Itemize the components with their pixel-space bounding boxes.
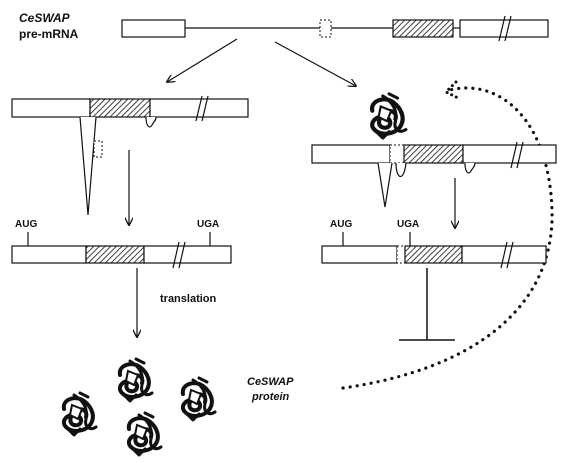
left-mrna-hatched-segment xyxy=(86,246,144,263)
right-intron-loop-1 xyxy=(378,163,392,207)
right-exon-1 xyxy=(312,145,390,163)
protein-icon-2 xyxy=(183,378,215,420)
left-splicing-intermediate xyxy=(12,96,248,215)
arrow-to-right-pathway xyxy=(275,42,356,86)
arrow-to-left-pathway xyxy=(167,39,237,82)
left-hatched-exon xyxy=(90,99,150,117)
right-mrna-5-segment xyxy=(322,246,397,263)
feedback-dotted-curve xyxy=(343,88,552,388)
pre-mrna-label: pre-mRNA xyxy=(19,27,79,41)
protein-word-label: protein xyxy=(251,391,290,403)
left-small-loop xyxy=(146,117,156,127)
right-mrna-hatched-segment xyxy=(405,246,462,263)
protein-name-label: CeSWAP xyxy=(247,376,294,388)
right-exon-last xyxy=(463,145,556,163)
right-splicing-intermediate xyxy=(312,142,556,207)
right-intron-loop-2 xyxy=(396,163,406,177)
left-exon-1 xyxy=(12,99,90,117)
left-mrna-5-segment xyxy=(12,246,86,263)
right-alternative-exon xyxy=(390,145,404,163)
left-intron-loop xyxy=(80,117,96,215)
left-skipped-exon xyxy=(94,141,102,157)
bound-protein-icon xyxy=(372,94,406,138)
left-mrna: AUG UGA xyxy=(12,219,231,268)
gene-name-label: CeSWAP xyxy=(19,11,71,25)
uga-label-left: UGA xyxy=(197,219,219,230)
right-mrna-alternative-segment xyxy=(397,246,405,263)
left-mrna-3-segment xyxy=(144,246,231,263)
protein-icon-1 xyxy=(120,359,152,401)
protein-icon-3 xyxy=(64,393,96,435)
protein-cluster xyxy=(64,359,215,455)
exon-1 xyxy=(122,20,185,37)
protein-icon-4 xyxy=(129,413,161,455)
aug-label-right: AUG xyxy=(330,219,352,230)
hatched-exon xyxy=(393,20,453,37)
right-hatched-exon xyxy=(404,145,463,163)
aug-label-left: AUG xyxy=(15,219,37,230)
right-small-loop xyxy=(465,163,475,173)
right-mrna: AUG UGA xyxy=(322,219,546,268)
uga-label-right: UGA xyxy=(397,219,419,230)
alternative-exon xyxy=(320,20,331,37)
pre-mrna-gene-model: CeSWAP pre-mRNA xyxy=(19,11,548,41)
translation-label: translation xyxy=(160,293,217,305)
